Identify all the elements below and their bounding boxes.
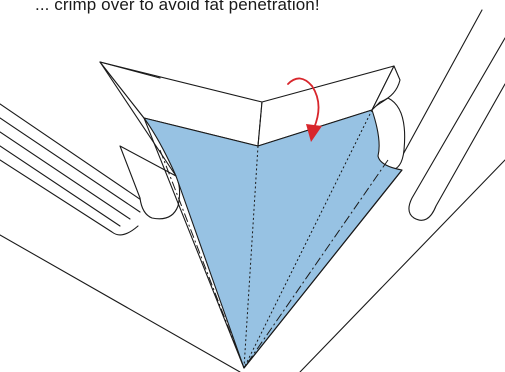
right-tray-edge <box>299 9 505 372</box>
wing-edges <box>99 61 403 369</box>
diagram-caption: ... crimp over to avoid fat penetration! <box>35 0 320 14</box>
left-curl-flap <box>119 145 181 220</box>
left-tray-edge <box>0 103 241 372</box>
right-paper-wing <box>257 65 401 147</box>
curved-arrow-icon <box>287 77 322 142</box>
blue-folded-pocket <box>143 109 403 369</box>
